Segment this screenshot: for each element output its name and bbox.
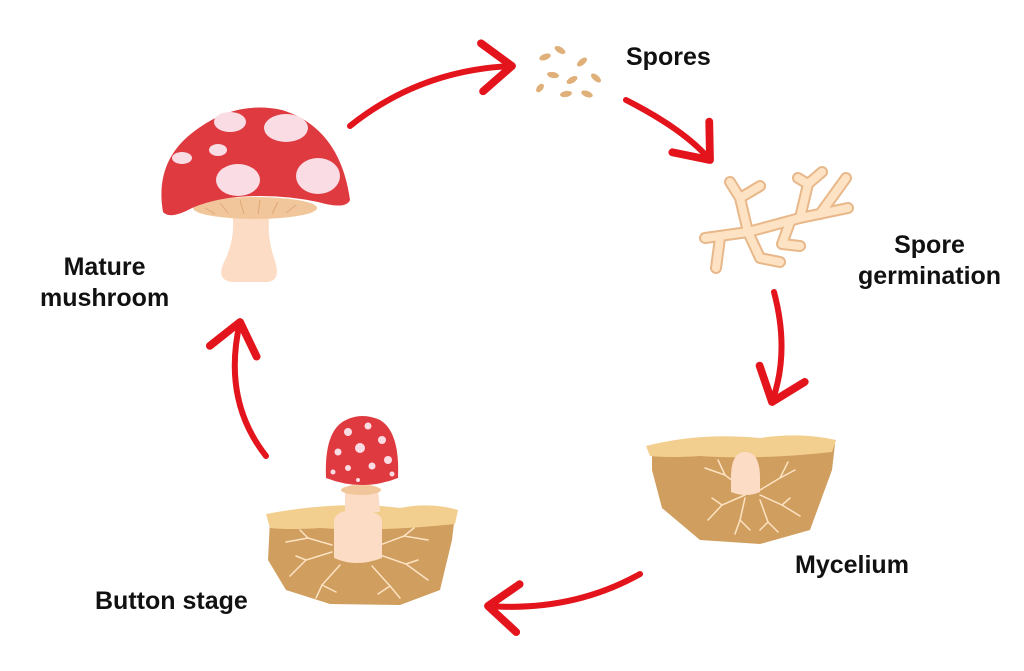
- button-stage-illustration: [266, 416, 458, 605]
- label-button-stage-text: Button stage: [95, 587, 248, 615]
- arrow-mycelium-to-button: [484, 571, 643, 636]
- label-mature-line1: Mature: [63, 253, 146, 281]
- label-mycelium: Mycelium: [795, 550, 909, 581]
- arrow-spores-to-germination: [623, 97, 714, 164]
- label-spore-germination: Spore germination: [858, 230, 1001, 292]
- label-germination-line1: Spore: [894, 231, 965, 259]
- germination-illustration: [699, 166, 854, 274]
- label-germination-line2: germination: [858, 262, 1002, 290]
- label-spores: Spores: [626, 42, 711, 73]
- label-mature-mushroom: Mature mushroom: [40, 252, 169, 314]
- spores-illustration: [536, 46, 601, 98]
- label-mycelium-text: Mycelium: [795, 551, 909, 579]
- mycelium-illustration: [646, 435, 836, 544]
- label-mature-line2: mushroom: [40, 284, 170, 312]
- arrow-mature-to-spores: [347, 39, 516, 129]
- mature-mushroom-illustration: [161, 107, 350, 282]
- label-spores-text: Spores: [626, 43, 711, 71]
- label-button-stage: Button stage: [95, 586, 248, 617]
- arrow-button-to-mature: [205, 318, 269, 459]
- arrow-germination-to-mycelium: [755, 289, 809, 406]
